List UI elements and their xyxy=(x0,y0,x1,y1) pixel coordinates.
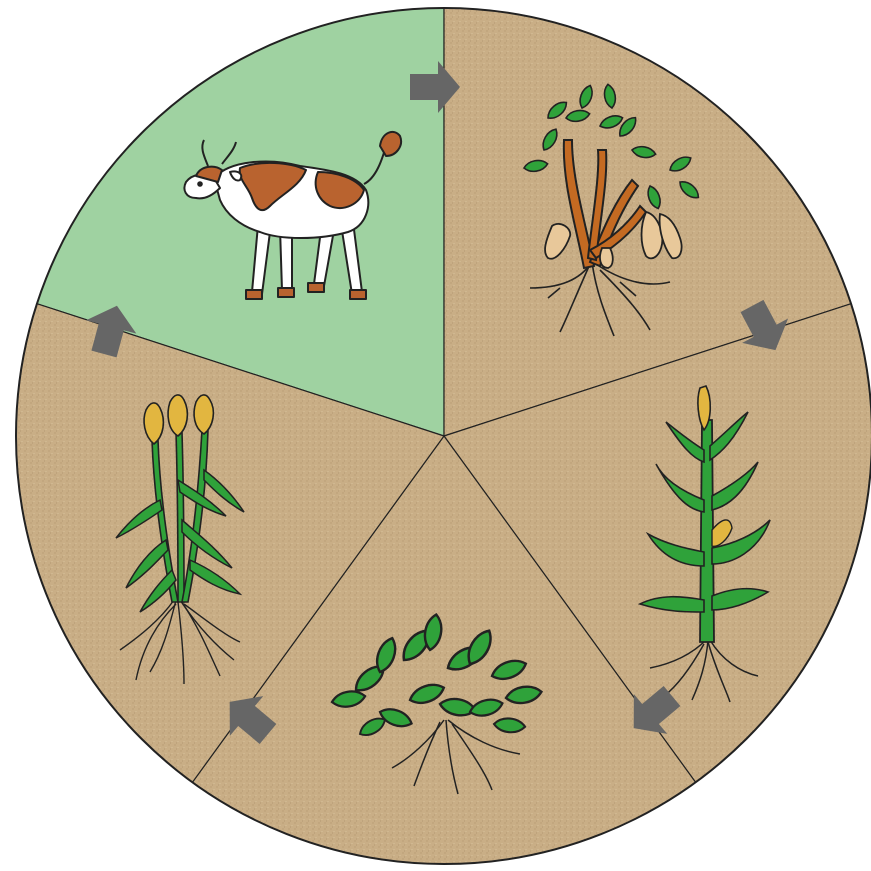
rotation-wheel xyxy=(16,8,871,864)
